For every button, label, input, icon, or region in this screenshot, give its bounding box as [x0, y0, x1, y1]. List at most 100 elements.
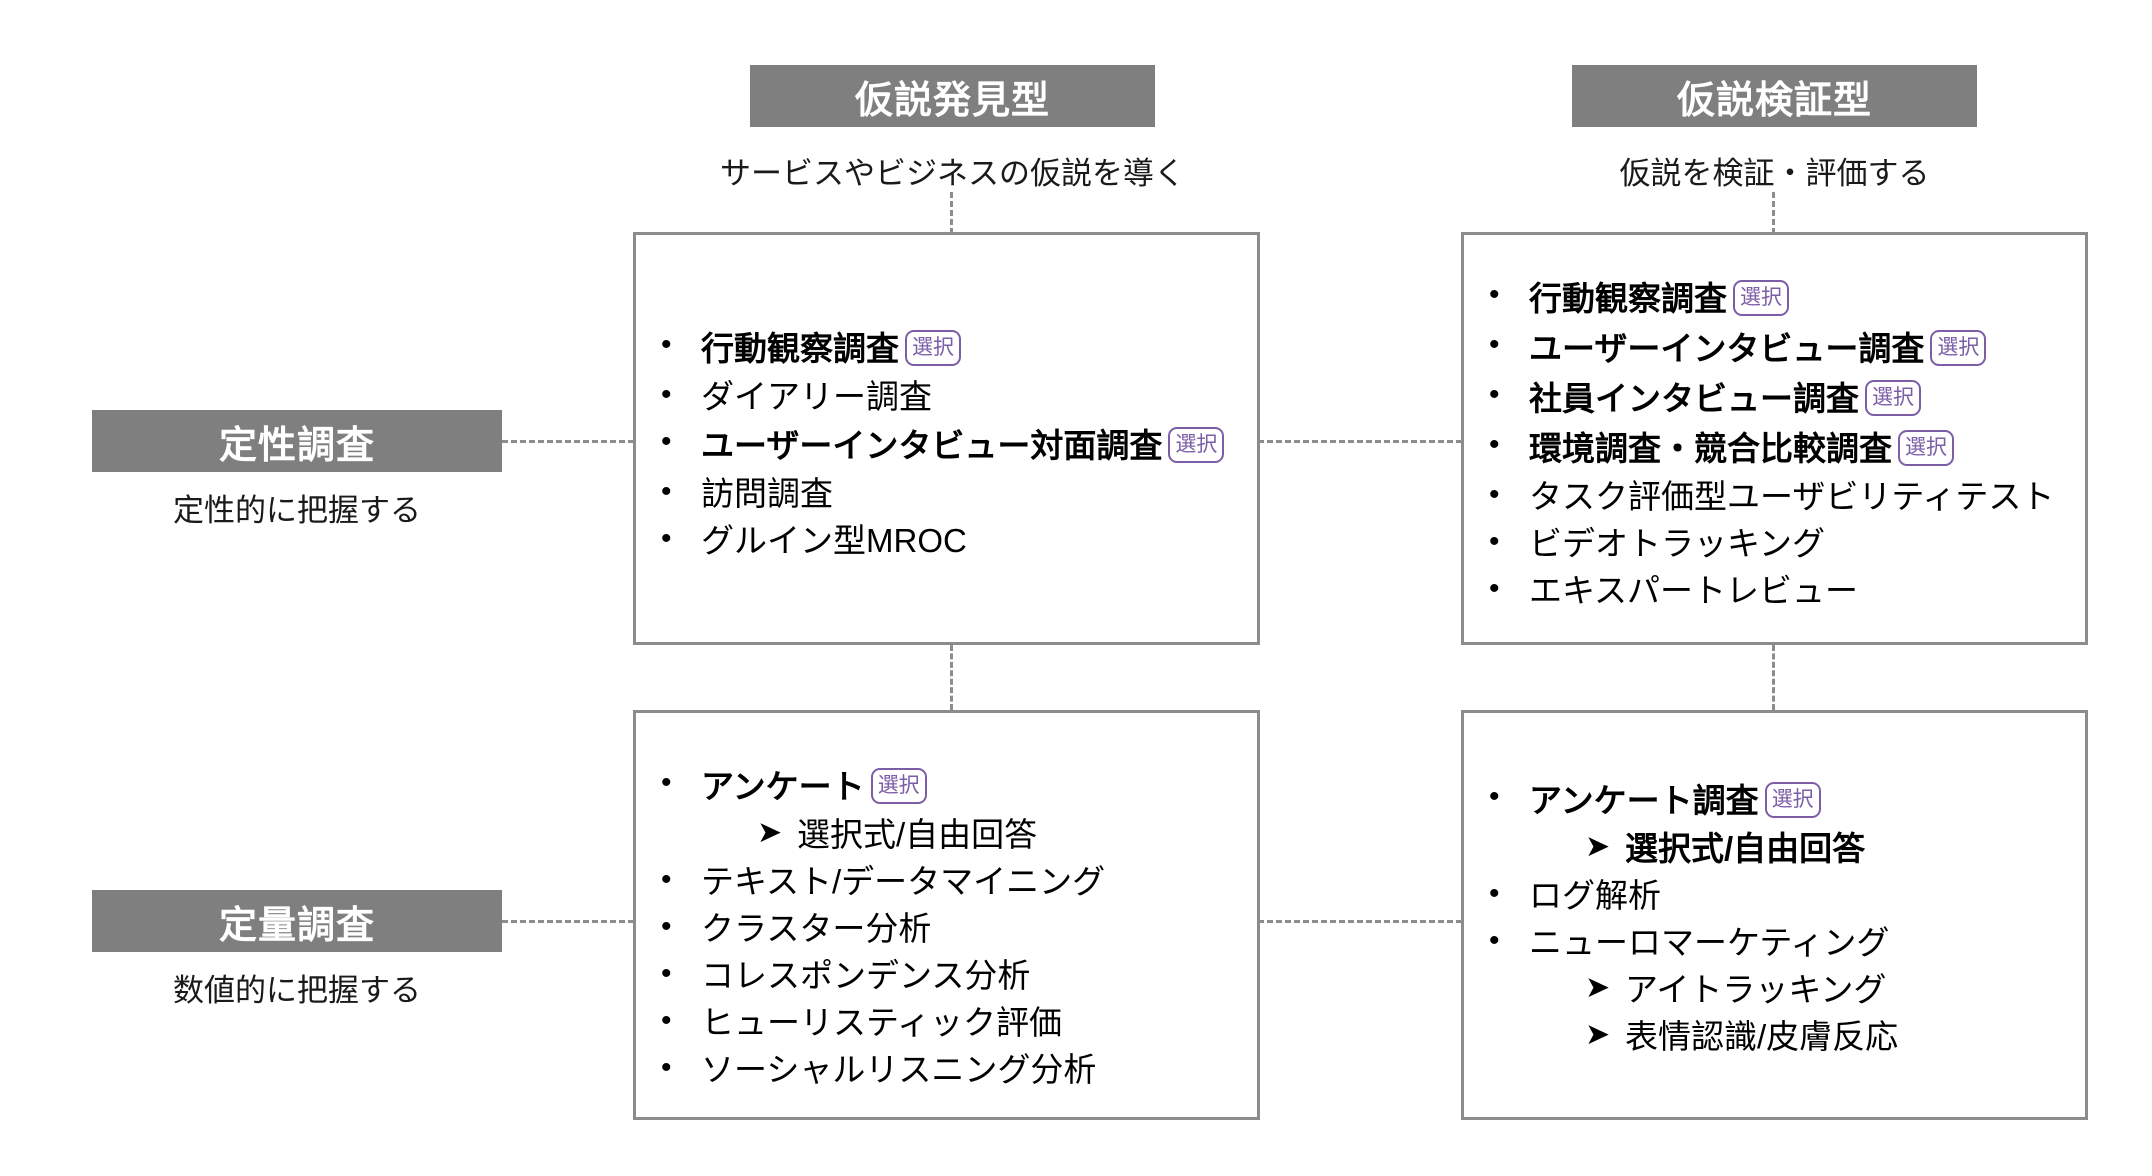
bullet-icon: • [1489, 428, 1500, 461]
list-item: •環境調査・競合比較調査選択 [1483, 430, 2093, 466]
list-qualitative-verification: • 行動観察調査選択 • ユーザーインタビュー調査選択 • 社員インタビュー調査選択 •環境… [1483, 280, 2093, 621]
panel-qualitative-verification [1461, 232, 2088, 645]
bullet-icon: • [661, 910, 672, 943]
list-item-label: アイトラッキング [1625, 971, 1887, 1008]
list-item: • ニューロマーケティング [1483, 924, 2093, 961]
row-header-quantitative: 定量調査 [92, 890, 502, 952]
list-item-label: ログ解析 [1529, 877, 1661, 914]
row-caption-qualitative: 定性的に把握する [173, 493, 421, 528]
select-badge[interactable]: 選択 [905, 330, 961, 366]
arrow-bullet-icon: ➤ [1585, 971, 1611, 1004]
bullet-icon: • [661, 1051, 672, 1084]
bullet-icon: • [1489, 525, 1500, 558]
list-item: • 行動観察調査選択 [655, 330, 1265, 366]
list-item-label: アンケート選択 [701, 768, 927, 804]
bullet-icon: • [661, 863, 672, 896]
list-item: • ヒューリスティック評価 [655, 1004, 1265, 1041]
panel-quantitative-discovery [633, 710, 1260, 1120]
list-item-label: ニューロマーケティング [1529, 924, 1890, 961]
row-header-label: 定性調査 [218, 424, 375, 467]
bullet-icon: • [661, 475, 672, 508]
column-header-hypothesis-verification: 仮説検証型 [1572, 65, 1977, 127]
bullet-icon: • [661, 328, 672, 361]
list-item: • ユーザーインタビュー対面調査選択 [655, 427, 1265, 463]
list-item-label: 社員インタビュー調査選択 [1529, 380, 1921, 416]
bullet-icon: • [661, 1004, 672, 1037]
list-item-label: ユーザーインタビュー調査選択 [1529, 330, 1987, 366]
bullet-icon: • [1489, 378, 1500, 411]
list-item: • エキスパートレビュー [1483, 572, 2093, 609]
select-badge[interactable]: 選択 [1930, 330, 1987, 366]
connector-horizontal-quantitative-mid [1258, 920, 1462, 923]
select-badge[interactable]: 選択 [1898, 430, 1954, 466]
list-item-label: クラスター分析 [701, 910, 932, 947]
bullet-icon: • [1489, 572, 1500, 605]
connector-vertical-verification-top [1772, 192, 1775, 234]
select-badge[interactable]: 選択 [870, 768, 927, 804]
list-item: • コレスポンデンス分析 [655, 957, 1265, 994]
connector-vertical-verification-mid [1772, 645, 1775, 710]
row-header-label: 定量調査 [218, 904, 375, 947]
bullet-icon: • [1489, 924, 1500, 957]
bullet-icon: • [1489, 877, 1500, 910]
select-badge[interactable]: 選択 [1865, 380, 1921, 416]
bullet-icon: • [661, 957, 672, 990]
bullet-icon: • [1489, 780, 1500, 813]
list-quantitative-discovery: •アンケート選択➤選択式/自由回答•テキスト/データマイニング•クラスター分析•… [655, 768, 1265, 1100]
column-header-hypothesis-discovery: 仮説発見型 [750, 65, 1155, 127]
bullet-icon: • [661, 766, 672, 799]
list-item: • ダイアリー調査 [655, 378, 1265, 415]
list-item: • アンケート調査選択 [1483, 782, 2093, 818]
list-item-label: タスク評価型ユーザビリティテスト [1529, 478, 2055, 515]
list-item: • 行動観察調査選択 [1483, 280, 2093, 316]
connector-horizontal-quantitative-left [502, 920, 634, 923]
bullet-icon: • [661, 378, 672, 411]
list-item: • ユーザーインタビュー調査選択 [1483, 330, 2093, 366]
list-item: • テキスト/データマイニング [655, 863, 1265, 900]
list-item: ➤ アイトラッキング [1539, 971, 2093, 1008]
connector-horizontal-qualitative-mid [1258, 440, 1462, 443]
list-item-label: ビデオトラッキング [1529, 525, 1826, 562]
list-item-label: ダイアリー調査 [701, 378, 932, 415]
list-item-label: コレスポンデンス分析 [701, 957, 1031, 994]
bullet-icon: • [1489, 328, 1500, 361]
list-item-label: エキスパートレビュー [1529, 572, 1859, 609]
list-item-label: ソーシャルリスニング分析 [701, 1051, 1097, 1088]
bullet-icon: • [1489, 278, 1500, 311]
list-item-label: アンケート調査選択 [1529, 782, 1821, 818]
list-item-label: 行動観察調査選択 [701, 330, 961, 366]
list-item: • ログ解析 [1483, 877, 2093, 914]
arrow-bullet-icon: ➤ [1585, 830, 1611, 863]
list-item: • クラスター分析 [655, 910, 1265, 947]
list-item-label: グルイン型MROC [701, 522, 967, 559]
list-item: • 社員インタビュー調査選択 [1483, 380, 2093, 416]
arrow-bullet-icon: ➤ [757, 816, 783, 849]
list-item-label: 行動観察調査選択 [1529, 280, 1789, 316]
arrow-bullet-icon: ➤ [1585, 1018, 1611, 1051]
list-quantitative-verification: • アンケート調査選択 ➤選択式/自由回答 • ログ解析 • ニューロマーケティング ➤ アイト… [1483, 782, 2093, 1067]
list-qualitative-discovery: • 行動観察調査選択 • ダイアリー調査 • ユーザーインタビュー対面調査選択 • 訪問調査 •… [655, 330, 1265, 571]
connector-horizontal-qualitative-left [502, 440, 634, 443]
list-item-label: 訪問調査 [701, 475, 833, 512]
connector-vertical-discovery-mid [950, 645, 953, 710]
column-caption-hypothesis-discovery: サービスやビジネスの仮説を導く [720, 156, 1185, 191]
list-item: •タスク評価型ユーザビリティテスト [1483, 478, 2093, 515]
list-item-label: ヒューリスティック評価 [701, 1004, 1063, 1041]
column-header-label: 仮説検証型 [1676, 79, 1872, 122]
list-item: ➤選択式/自由回答 [711, 816, 1265, 852]
panel-qualitative-discovery [633, 232, 1260, 645]
list-item: ➤表情認識/皮膚反応 [1539, 1018, 2093, 1054]
select-badge[interactable]: 選択 [1764, 782, 1821, 818]
bullet-icon: • [661, 425, 672, 458]
list-item: ➤選択式/自由回答 [1539, 830, 2093, 866]
list-item-label: ユーザーインタビュー対面調査選択 [701, 427, 1225, 463]
row-caption-quantitative: 数値的に把握する [173, 973, 421, 1008]
column-caption-hypothesis-verification: 仮説を検証・評価する [1619, 156, 1930, 191]
select-badge[interactable]: 選択 [1168, 427, 1225, 463]
connector-vertical-discovery-top [950, 192, 953, 234]
list-item: • アンケート選択 [655, 768, 1265, 804]
column-header-label: 仮説発見型 [854, 79, 1050, 122]
list-item: • ソーシャルリスニング分析 [655, 1051, 1265, 1088]
select-badge[interactable]: 選択 [1733, 280, 1789, 316]
list-item-label: テキスト/データマイニング [701, 863, 1106, 900]
